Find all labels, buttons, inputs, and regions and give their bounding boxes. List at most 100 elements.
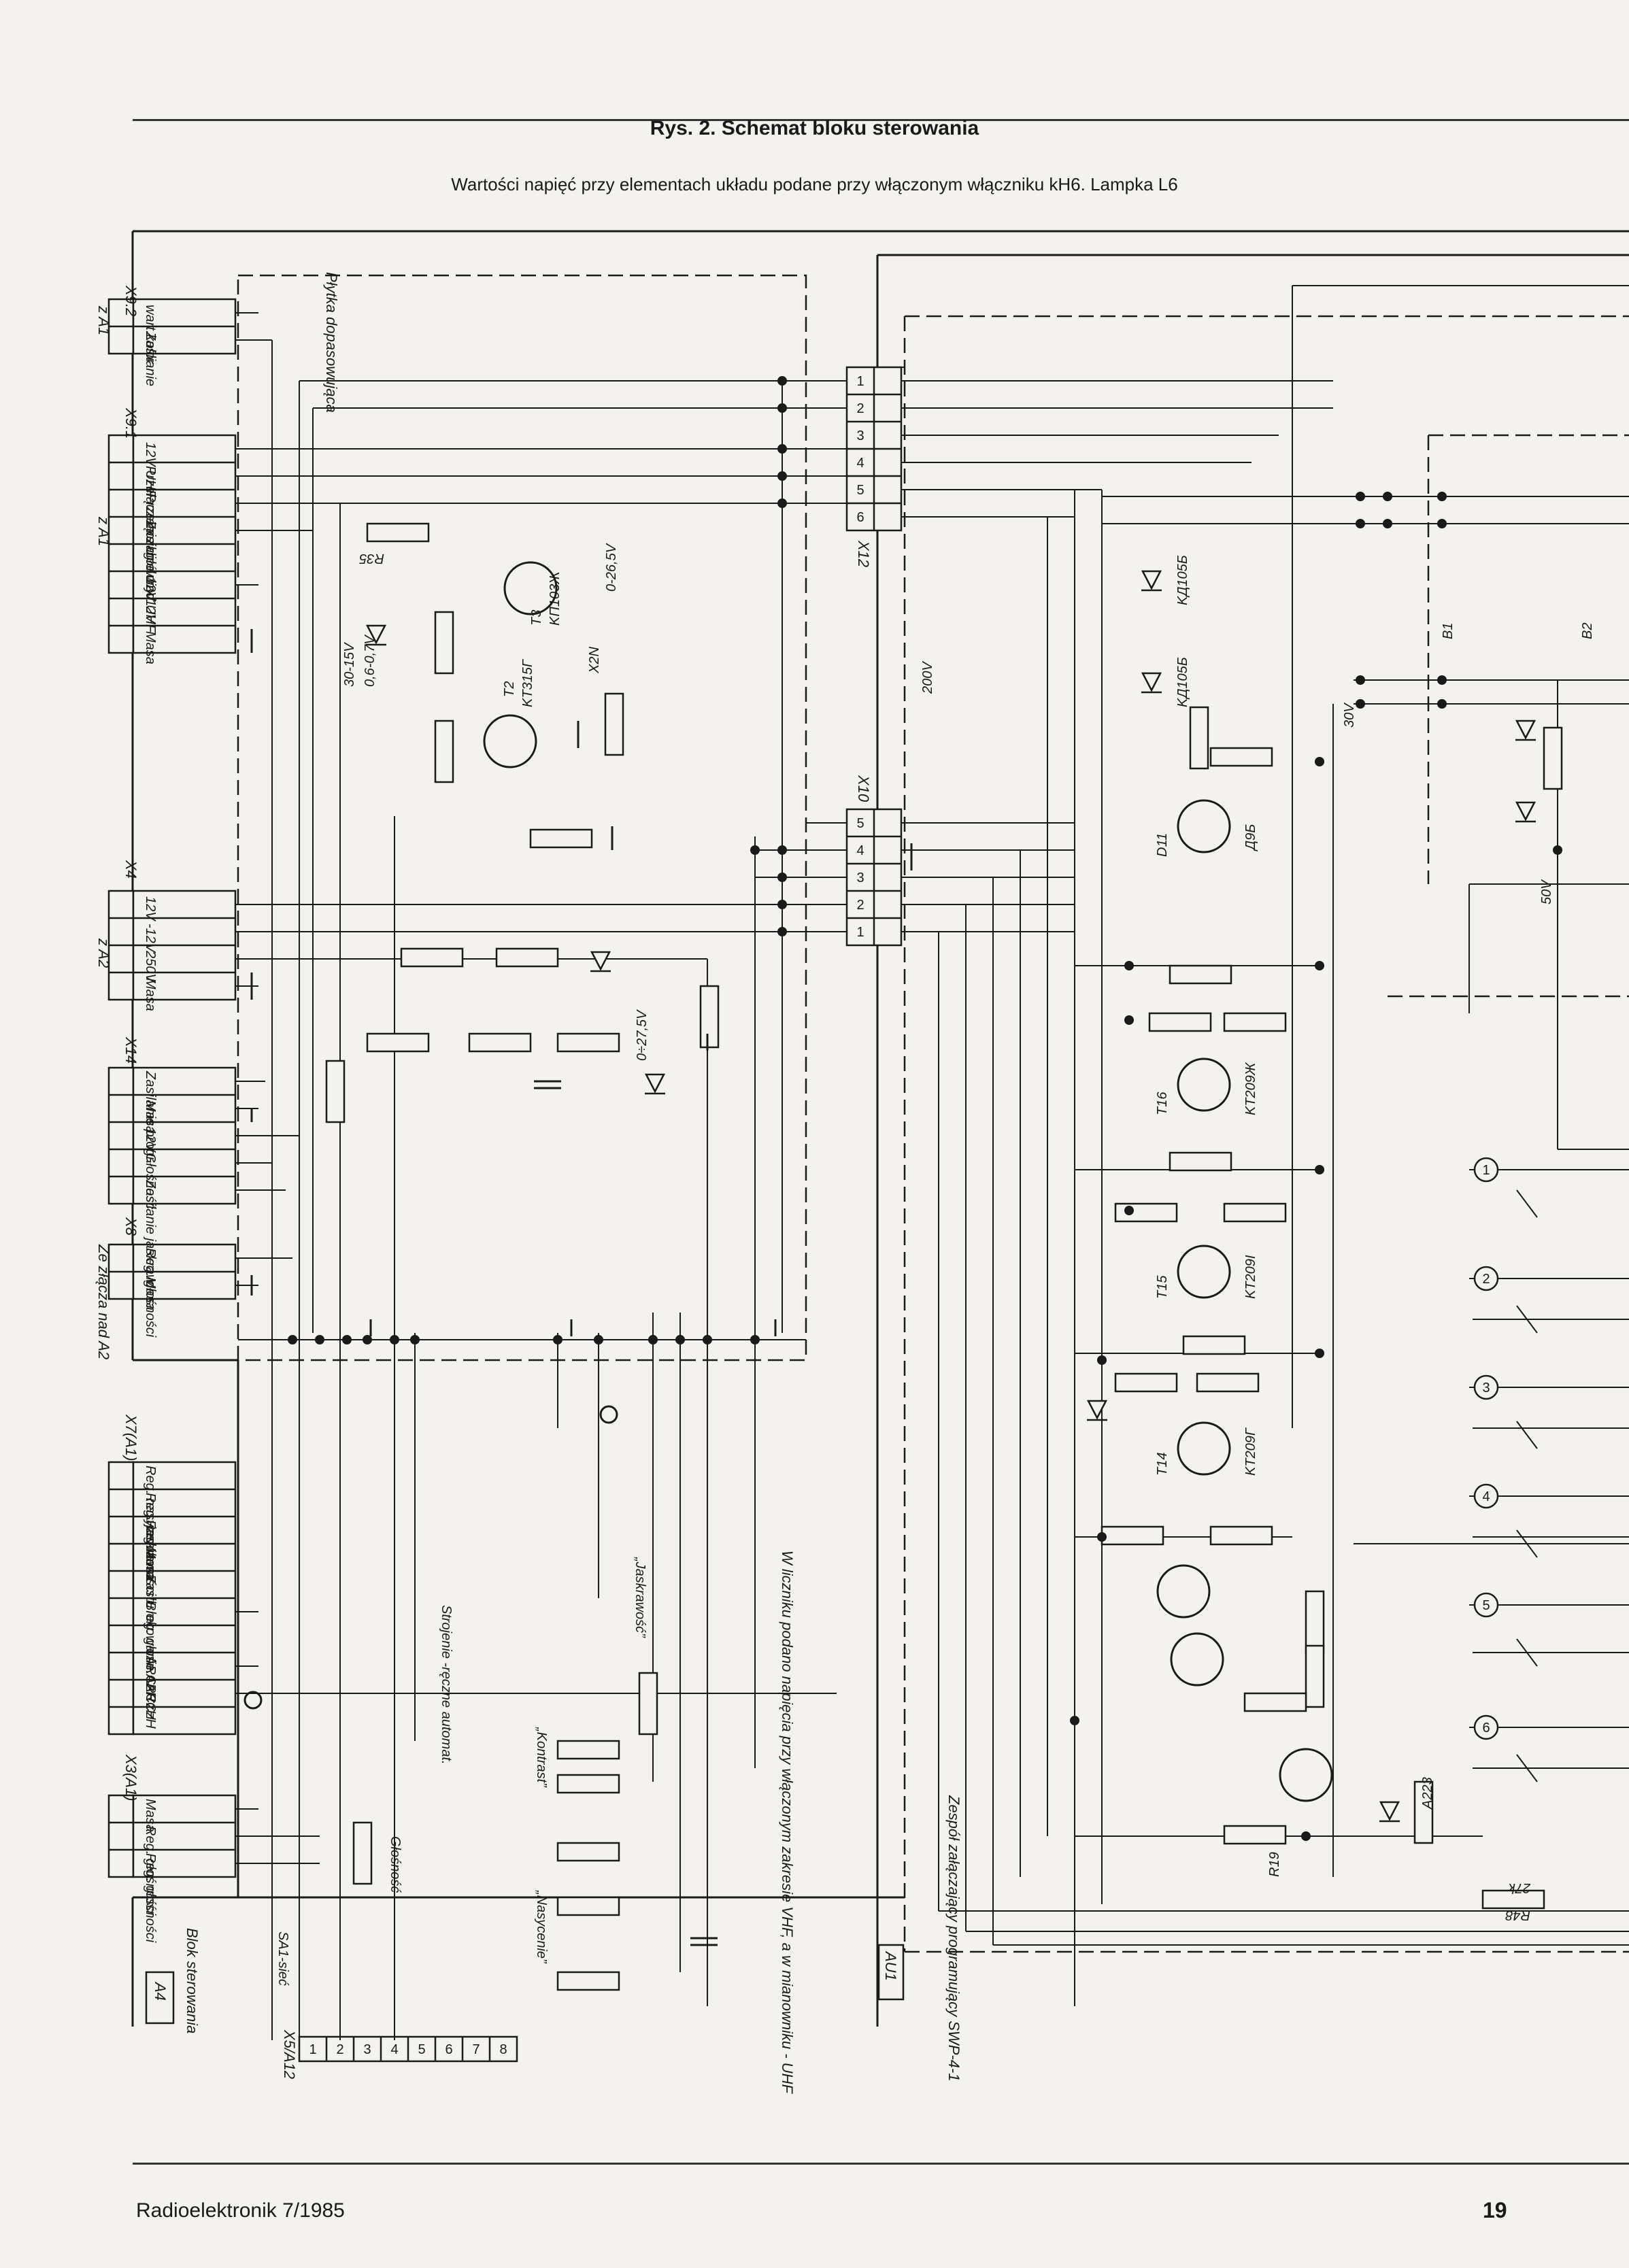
conn-x4-pin-label: 12V: [143, 896, 158, 921]
connector-x12: [845, 366, 903, 532]
conn-x7-pin-label: Reg. nasycenia: [143, 1466, 158, 1559]
voltage-label: 0-26,5V: [604, 543, 619, 592]
connector-x10: [845, 808, 903, 947]
x12-pin: 6: [856, 510, 864, 525]
label-kontrast: „Kontrast”: [534, 1727, 549, 1788]
page-number: 19: [1483, 2198, 1507, 2222]
connector-x3: [107, 1794, 237, 1878]
x12-pin: 1: [856, 374, 864, 389]
channel-number: 3: [1482, 1381, 1490, 1395]
conn-x14-pin-label: Zasilanie jaskraw.: [143, 1179, 158, 1287]
conn-x91-pin-label: 12V UHF: [143, 442, 158, 499]
nets-x2n: X2N: [587, 647, 602, 674]
voltage-label: 200V: [920, 661, 935, 694]
voltage-label: 0,6-0,7V: [363, 634, 377, 687]
conn-x91-pin-label: Przełączanie diod: [143, 466, 158, 574]
comp-label: T3: [529, 610, 544, 626]
comp-label: KД105Б: [1175, 657, 1190, 707]
x5-pin: 8: [499, 2042, 507, 2057]
connector-x7: [107, 1461, 237, 1736]
comp-label: R19: [1267, 1852, 1282, 1877]
x12-pin: 2: [856, 401, 864, 416]
x5-pin: 5: [418, 2042, 425, 2057]
conn-x92-pin-label: Zaślianie: [143, 331, 158, 386]
conn-x7-pin-label: Reg. jaskrawości: [143, 1493, 158, 1596]
channel-number: 5: [1482, 1598, 1490, 1613]
connector-x4: [107, 890, 237, 1001]
x5-pin: 4: [390, 2042, 398, 2057]
comp-label: R48: [1505, 1908, 1530, 1923]
x12-pin: 3: [856, 428, 864, 443]
comp-label: Д9Б: [1243, 824, 1258, 851]
label-glosnosc: Głośność: [388, 1836, 403, 1893]
comp-label: R35: [358, 551, 384, 566]
conn-x91-pin-label: Masa: [143, 631, 158, 664]
x12-pin: 5: [856, 483, 864, 498]
connector-x92: [107, 298, 237, 355]
conn-x14-name: X14: [122, 1036, 139, 1064]
note-vhf: W liczniku podano napięcia przy włączony…: [779, 1551, 796, 2095]
conn-x5-name: X5/A12: [281, 2029, 298, 2079]
channel-number: 6: [1482, 1721, 1490, 1736]
conn-x91-name: X9.1: [122, 407, 139, 439]
comp-label: D11: [1155, 833, 1170, 857]
x5-pin: 1: [309, 2042, 316, 2057]
comp-label: 27k: [1508, 1880, 1531, 1895]
comp-label: T2: [502, 681, 517, 697]
x10-pin: 5: [856, 816, 864, 831]
conn-x4-pin-label: Masa: [143, 978, 158, 1011]
connector-x14: [107, 1066, 237, 1205]
conn-x4-pin-label: 250V: [143, 950, 158, 983]
conn-x7-pin-label: Reg. kontrastu: [143, 1520, 158, 1608]
voltage-label: 50V: [1539, 879, 1554, 904]
nets-b2: B2: [1580, 623, 1595, 639]
label-sa1: SA1-sieć: [275, 1931, 290, 1986]
conn-x91-group: z A1: [95, 516, 112, 546]
block-a4-label: Blok sterowania: [184, 1928, 201, 2033]
block-au1-tag: AU1: [882, 1950, 899, 1981]
conn-x4-name: X4: [122, 860, 139, 879]
block-au1-label: Zespół załączający programujący SWP-4-1: [945, 1795, 962, 2082]
x5-pin: 3: [363, 2042, 371, 2057]
figure-title: Rys. 2. Schemat bloku sterowania: [650, 117, 979, 139]
figure-subtitle: Wartości napięć przy elementach układu p…: [451, 174, 1178, 194]
top-rule: [133, 119, 1629, 121]
label-strojenie: Strojenie -ręczne automat.: [439, 1605, 454, 1765]
x12-pin: 4: [856, 456, 864, 471]
block-a4-tag: A4: [152, 1981, 169, 2001]
channel-number: 1: [1482, 1163, 1490, 1178]
x10-pin: 3: [856, 870, 864, 885]
conn-x7-name: X7(A1): [122, 1414, 139, 1461]
comp-label: T15: [1155, 1275, 1170, 1299]
x5-pin: 6: [445, 2042, 452, 2057]
connector-x5: [298, 2035, 518, 2063]
comp-label: KT209Ж: [1243, 1062, 1258, 1115]
comp-label: KT209Г: [1243, 1427, 1258, 1476]
conn-x4-group: z A2: [95, 938, 112, 968]
conn-x3-pin-label: Reg. głośności: [143, 1853, 158, 1943]
plytka-label: Płytka dopasowująca: [323, 272, 340, 413]
x10-pin: 1: [856, 925, 864, 940]
x10-pin: 2: [856, 898, 864, 913]
conn-x7-pin-label: ARCzH: [143, 1655, 158, 1702]
conn-x14-pin-label: Głośność: [143, 1153, 158, 1209]
label-jaskrawosc: „Jaskrawość”: [633, 1557, 648, 1638]
conn-x8-name: X8: [122, 1217, 139, 1236]
comp-label: A223: [1420, 1777, 1435, 1810]
x5-pin: 7: [472, 2042, 480, 2057]
conn-x7-pin-label: Masa: [143, 1547, 158, 1580]
voltage-label: 0÷27,5V: [635, 1009, 650, 1061]
comp-label: KT315Г: [520, 658, 535, 707]
comp-label: KП103Ж: [548, 571, 562, 626]
conn-x3-pin-label: Masa: [143, 1799, 158, 1832]
conn-x8-group: Ze złącza nad A2: [95, 1244, 112, 1359]
comp-label: T14: [1155, 1453, 1170, 1476]
connector-x8: [107, 1243, 237, 1300]
conn-x14-pin-label: Masa: [143, 1100, 158, 1134]
conn-x8-pin-label: Masa: [143, 1277, 158, 1310]
nets-b1: B1: [1441, 623, 1456, 639]
connector-x91: [107, 434, 237, 654]
conn-x12-name: X12: [855, 540, 872, 567]
conn-x92-pin-label: wart.kolor: [143, 305, 158, 365]
